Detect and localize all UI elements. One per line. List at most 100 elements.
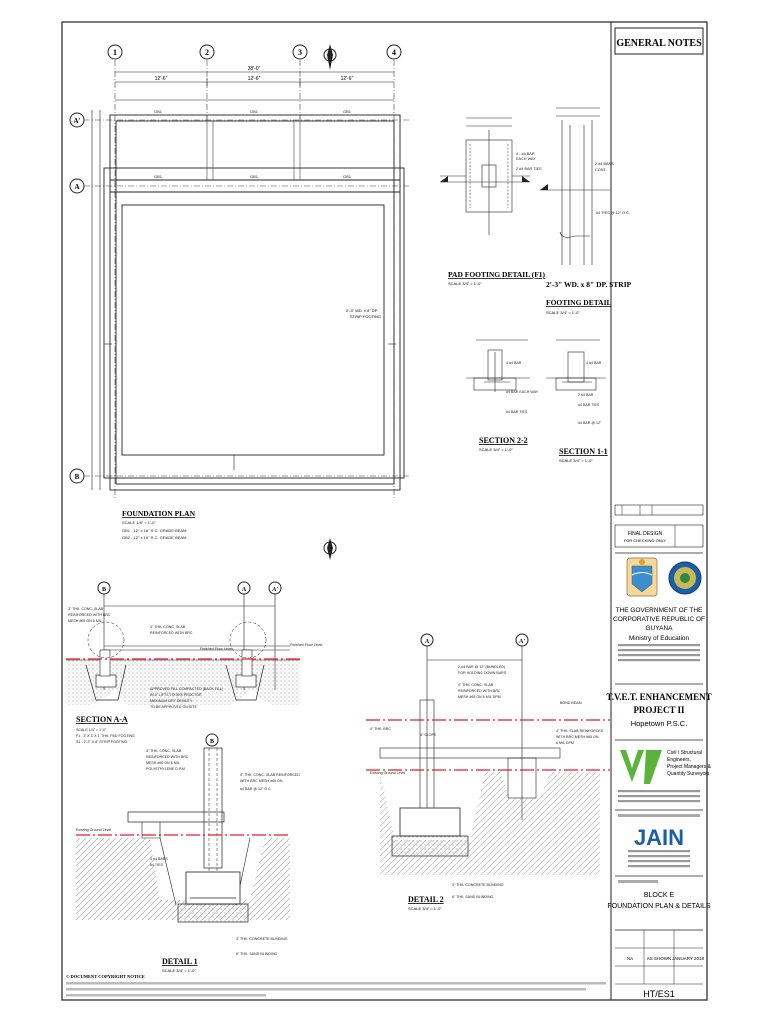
svg-text:6" THK. SAND BLINDING: 6" THK. SAND BLINDING xyxy=(452,895,494,899)
svg-text:A': A' xyxy=(272,587,278,593)
strip-footing-detail: 2 #4 BARS CONT. #4 TIES @ 12" O.C. 2'-3"… xyxy=(540,107,632,315)
svg-text:REINFORCED WITH BRC: REINFORCED WITH BRC xyxy=(150,631,193,635)
svg-text:IN 6" LIFTS TO 95% PROCTOR: IN 6" LIFTS TO 95% PROCTOR xyxy=(150,693,202,697)
svg-text:MAXIMUM DRY DENSITY: MAXIMUM DRY DENSITY xyxy=(150,699,193,703)
sheet-border xyxy=(61,21,708,1001)
ministry-seal-icon xyxy=(668,561,702,595)
section-a-a-title: SECTION A-A xyxy=(76,715,128,724)
plan-dim-bay2: 12'-6" xyxy=(248,76,261,82)
svg-text:MESH #65 ON 6 MIL: MESH #65 ON 6 MIL xyxy=(68,619,102,623)
svg-text:S1 - 2'-3" X 8" STRIP FOOTING: S1 - 2'-3" X 8" STRIP FOOTING xyxy=(76,740,128,744)
svg-text:SCALE 3/4" = 1'-0": SCALE 3/4" = 1'-0" xyxy=(408,906,442,911)
grid-bubble-1: 1 xyxy=(107,44,123,60)
svg-text:#4 BAR @ 12" O.C.: #4 BAR @ 12" O.C. xyxy=(240,787,272,791)
grid-bubble-2: 2 xyxy=(199,44,215,60)
svg-text:EACH WAY: EACH WAY xyxy=(516,157,536,161)
general-notes-box: GENERAL NOTES xyxy=(614,27,704,55)
status-line-2: FOR CHECKING ONLY xyxy=(624,538,667,543)
section-1-1: 4 #4 BAR 2 #4 BAR #4 BAR TIES #4 BAR @ 1… xyxy=(546,339,608,463)
svg-text:4" THK. CONC. SLAB: 4" THK. CONC. SLAB xyxy=(146,749,182,753)
svg-text:FOR HOLDING DOWN BARS: FOR HOLDING DOWN BARS xyxy=(458,671,507,675)
section-2-2-title: SECTION 2-2 xyxy=(479,436,528,445)
svg-text:4" THK. CONC. SLAB: 4" THK. CONC. SLAB xyxy=(150,625,186,629)
strip-footing-outline xyxy=(103,114,405,491)
svg-text:GB1: GB1 xyxy=(343,174,352,179)
engineer-service-2: Engineers, xyxy=(667,757,691,763)
architect-logo-text: JAIN xyxy=(634,825,684,850)
project-name-line-2: PROJECT II xyxy=(633,705,685,715)
foundation-plan: 1 2 3 4 38'-0" 12'-6" xyxy=(69,44,410,560)
svg-text:A': A' xyxy=(74,117,81,125)
svg-text:F1 - 3' X 3' X 1' THK. PAD FOO: F1 - 3' X 3' X 1' THK. PAD FOOTING xyxy=(76,734,135,738)
svg-text:4" SLOPE: 4" SLOPE xyxy=(420,733,437,737)
pad-footing-detail: 4 - #4 BAR EACH WAY 2 #4 BAR TIES PAD FO… xyxy=(440,117,546,286)
svg-text:SCALE 1/4" = 1'-0": SCALE 1/4" = 1'-0" xyxy=(76,728,107,732)
svg-text:REINFORCED WITH BRC: REINFORCED WITH BRC xyxy=(68,613,111,617)
grid-bubble-b: B xyxy=(69,468,85,484)
svg-text:WITH BRC MESH #65 ON: WITH BRC MESH #65 ON xyxy=(240,779,283,783)
engineer-logo-icon xyxy=(620,750,662,784)
svg-text:SCALE 3/4" = 1'-0": SCALE 3/4" = 1'-0" xyxy=(479,447,513,452)
svg-text:REINFORCED WITH BRC: REINFORCED WITH BRC xyxy=(146,755,189,759)
section-1-1-title: SECTION 1-1 xyxy=(559,447,608,456)
grid-bubble-a-prime-section: A' xyxy=(268,581,282,595)
svg-text:#4 BAR TIES: #4 BAR TIES xyxy=(506,410,528,414)
svg-text:A: A xyxy=(242,587,247,593)
sheet-scale: AS SHOWN xyxy=(647,956,672,961)
strip-footing-title-1: 2'-3" WD. x 8" DP. STRIP xyxy=(546,280,632,289)
svg-text:Finished Floor Level: Finished Floor Level xyxy=(290,643,323,647)
plan-dim-bay1: 12'-6" xyxy=(155,76,168,82)
svg-text:4 - #4 BAR: 4 - #4 BAR xyxy=(516,152,535,156)
svg-text:GB1: GB1 xyxy=(250,109,259,114)
north-arrow-icon xyxy=(323,44,337,70)
strip-footing-title-2: FOOTING DETAIL xyxy=(546,298,612,307)
section-marker-icon xyxy=(323,538,337,560)
svg-text:4 #4 BARS: 4 #4 BARS xyxy=(150,857,168,861)
coat-of-arms-icon xyxy=(626,557,658,597)
svg-text:3: 3 xyxy=(298,48,302,57)
svg-text:4" THK. SLAB REINFORCED: 4" THK. SLAB REINFORCED xyxy=(556,729,604,733)
status-line-1: FINAL DESIGN xyxy=(628,531,663,537)
plan-dimension-lines xyxy=(115,71,394,101)
project-name-line-1: T.V.E.T. ENHANCEMENT xyxy=(606,692,711,702)
svg-text:B: B xyxy=(210,739,214,745)
svg-text:GB1: GB1 xyxy=(154,109,163,114)
svg-text:SCALE 1/8" = 1'-0": SCALE 1/8" = 1'-0" xyxy=(122,520,156,525)
svg-text:CONT.: CONT. xyxy=(595,168,606,172)
svg-text:#4 BAR TIES: #4 BAR TIES xyxy=(578,403,600,407)
grid-bubble-b-detail-1: B xyxy=(205,733,219,747)
svg-text:WITH BRC MESH #65 ON: WITH BRC MESH #65 ON xyxy=(556,735,599,739)
svg-text:Finished Floor Level: Finished Floor Level xyxy=(200,647,233,651)
government-line-3: GUYANA xyxy=(646,625,674,632)
engineer-service-3: Project Managers & xyxy=(667,764,712,770)
section-a-a: B A A' 3" THK. C xyxy=(66,581,323,744)
svg-text:GB1 - 12" x 16" R.C. GRADE BEA: GB1 - 12" x 16" R.C. GRADE BEAM xyxy=(122,528,186,533)
svg-text:STRIP FOOTING: STRIP FOOTING xyxy=(350,314,381,319)
svg-text:6 MIL DPM: 6 MIL DPM xyxy=(556,741,574,745)
copyright-notice: © DOCUMENT COPYRIGHT NOTICE xyxy=(66,974,606,997)
grid-bubble-a-detail-2: A xyxy=(420,633,434,647)
sheet-date: JANUARY 2018 xyxy=(672,956,705,961)
svg-text:B: B xyxy=(102,587,106,593)
svg-text:B: B xyxy=(75,473,80,481)
plan-dim-overall: 38'-0" xyxy=(248,66,261,72)
detail-2: A A' 2-#4 BAR @ 12" (BUNDLED) FOR HOLDIN… xyxy=(366,633,610,911)
copyright-heading: © DOCUMENT COPYRIGHT NOTICE xyxy=(66,974,145,979)
grid-bubble-b-section: B xyxy=(97,581,111,595)
svg-text:#4 BAR @ 12": #4 BAR @ 12" xyxy=(578,421,602,425)
engineer-service-4: Quantity Surveyors xyxy=(667,771,710,777)
grid-bubble-a-prime-detail-2: A' xyxy=(515,633,529,647)
svg-text:4" THK. CONC. SLAB REINFORCED: 4" THK. CONC. SLAB REINFORCED xyxy=(240,773,300,777)
foundation-plan-title: FOUNDATION PLAN xyxy=(122,509,196,518)
svg-text:#4 TIES: #4 TIES xyxy=(150,863,164,867)
engineer-service-1: Civil / Structural xyxy=(667,750,702,756)
svg-text:1: 1 xyxy=(113,48,117,57)
svg-text:4 #4 BAR: 4 #4 BAR xyxy=(586,361,602,365)
detail-2-title: DETAIL 2 xyxy=(408,895,444,904)
svg-text:#4 TIES @ 12" O.C.: #4 TIES @ 12" O.C. xyxy=(596,211,630,215)
svg-text:TO BE APPROVED ON SITE: TO BE APPROVED ON SITE xyxy=(150,705,197,709)
drawing-number: HT/ES1 xyxy=(643,989,675,999)
svg-text:2-#4 BAR @ 12" (BUNDLED): 2-#4 BAR @ 12" (BUNDLED) xyxy=(458,665,505,669)
svg-text:SCALE 3/4" = 1'-0": SCALE 3/4" = 1'-0" xyxy=(162,968,196,973)
svg-text:3" THK. CONCRETE BLINDING: 3" THK. CONCRETE BLINDING xyxy=(452,883,504,887)
